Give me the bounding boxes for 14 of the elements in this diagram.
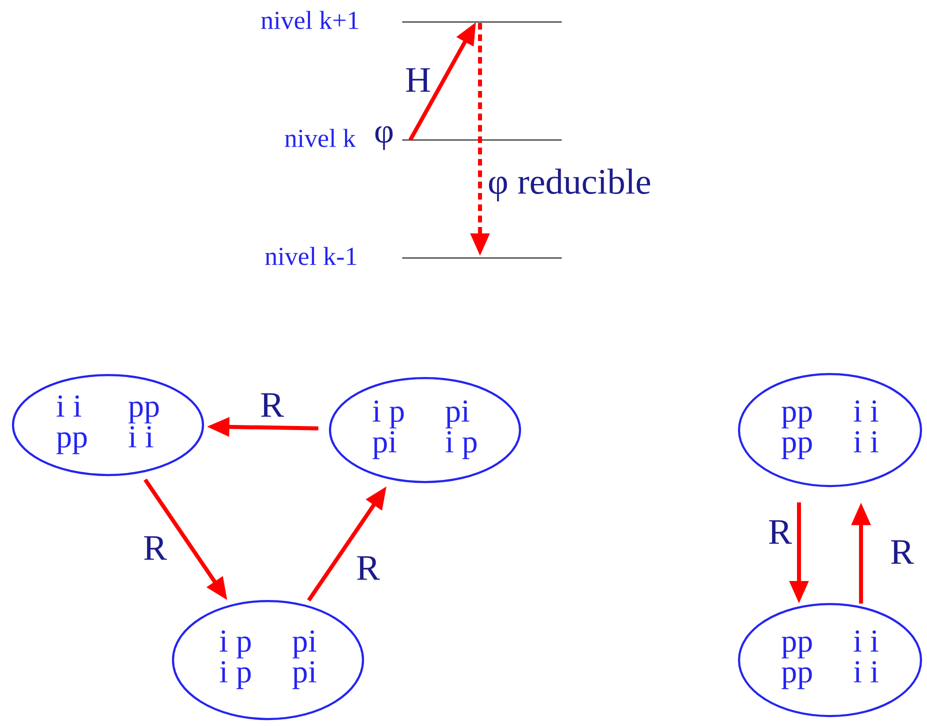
- level-line: [402, 139, 562, 141]
- edge-label: R: [769, 520, 792, 544]
- level-label: nivel k-1: [265, 246, 356, 266]
- edge-label: R: [357, 556, 380, 580]
- edge-label: φ reducible: [488, 168, 650, 202]
- level-line: [402, 21, 562, 23]
- edge-label: H: [406, 68, 430, 92]
- edge-label: R: [261, 393, 284, 417]
- level-label: nivel k+1: [261, 10, 358, 30]
- symbol: φ: [375, 126, 393, 150]
- edge-label: R: [891, 540, 914, 564]
- edge-label: R: [144, 536, 167, 560]
- level-label: nivel k: [284, 128, 356, 148]
- level-line: [402, 257, 562, 259]
